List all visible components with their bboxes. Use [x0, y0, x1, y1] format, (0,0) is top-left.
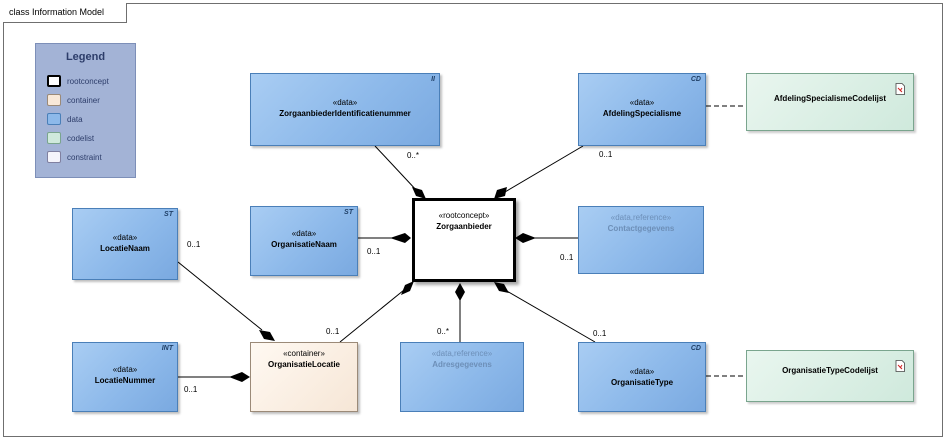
legend-swatch-codelist [47, 132, 61, 144]
legend-swatch-container [47, 94, 61, 106]
node-locatie-naam[interactable]: ST «data» LocatieNaam [72, 208, 178, 280]
node-zorgaanbieder-identificatienummer[interactable]: II «data» ZorgaanbiederIdentificatienumm… [250, 73, 440, 146]
edge-organisatietype [504, 289, 596, 343]
diamond-organisatielocatie [401, 281, 414, 295]
diamond-adres [455, 283, 465, 301]
node-organisatie-naam[interactable]: ST «data» OrganisatieNaam [250, 206, 358, 276]
codelist-icon [895, 360, 905, 372]
edge-locatienaam [177, 261, 263, 331]
edge-identificatie [374, 145, 419, 193]
multiplicity-locatienaam: 0..1 [187, 240, 201, 249]
multiplicity-contact: 0..1 [560, 253, 574, 262]
node-afdeling-specialisme-codelijst[interactable]: AfdelingSpecialismeCodelijst [746, 73, 914, 131]
node-locatie-nummer[interactable]: INT «data» LocatieNummer [72, 342, 178, 412]
legend: Legend rootconcept container data codeli… [35, 43, 136, 178]
legend-title: Legend [65, 51, 106, 63]
node-adresgegevens[interactable]: «data,reference» Adresgegevens [400, 342, 524, 412]
diamond-contact [515, 233, 536, 243]
multiplicity-organisatielocatie: 0..1 [326, 327, 340, 336]
multiplicity-afdeling: 0..1 [599, 150, 613, 159]
edge-afdeling [504, 145, 584, 193]
node-organisatie-type-codelijst[interactable]: OrganisatieTypeCodelijst [746, 350, 914, 402]
edge-organisatielocatie [339, 289, 405, 343]
node-zorgaanbieder[interactable]: «rootconcept» Zorgaanbieder [412, 198, 516, 282]
node-contactgegevens[interactable]: «data,reference» Contactgegevens [578, 206, 704, 274]
legend-swatch-rootconcept [47, 75, 61, 87]
diamond-organisatietype [494, 282, 509, 293]
node-organisatie-locatie[interactable]: «container» OrganisatieLocatie [250, 342, 358, 412]
diagram-title: class Information Model [3, 3, 128, 23]
diamond-organisatienaam [390, 233, 411, 243]
diamond-identificatie [412, 187, 426, 199]
legend-swatch-data [47, 113, 61, 125]
multiplicity-locatienummer: 0..1 [184, 385, 198, 394]
codelist-icon [895, 83, 905, 95]
node-afdeling-specialisme[interactable]: CD «data» AfdelingSpecialisme [578, 73, 706, 146]
node-organisatie-type[interactable]: CD «data» OrganisatieType [578, 342, 706, 412]
multiplicity-adres: 0..* [437, 327, 450, 336]
diamond-locatienaam [259, 330, 275, 341]
diamond-afdeling [494, 187, 507, 199]
legend-swatch-constraint [47, 151, 61, 163]
multiplicity-organisatietype: 0..1 [593, 329, 607, 338]
multiplicity-organisatienaam: 0..1 [367, 247, 381, 256]
multiplicity-identificatie: 0..* [407, 151, 420, 160]
diagram-frame [3, 3, 943, 437]
diamond-locatienummer [229, 372, 250, 382]
